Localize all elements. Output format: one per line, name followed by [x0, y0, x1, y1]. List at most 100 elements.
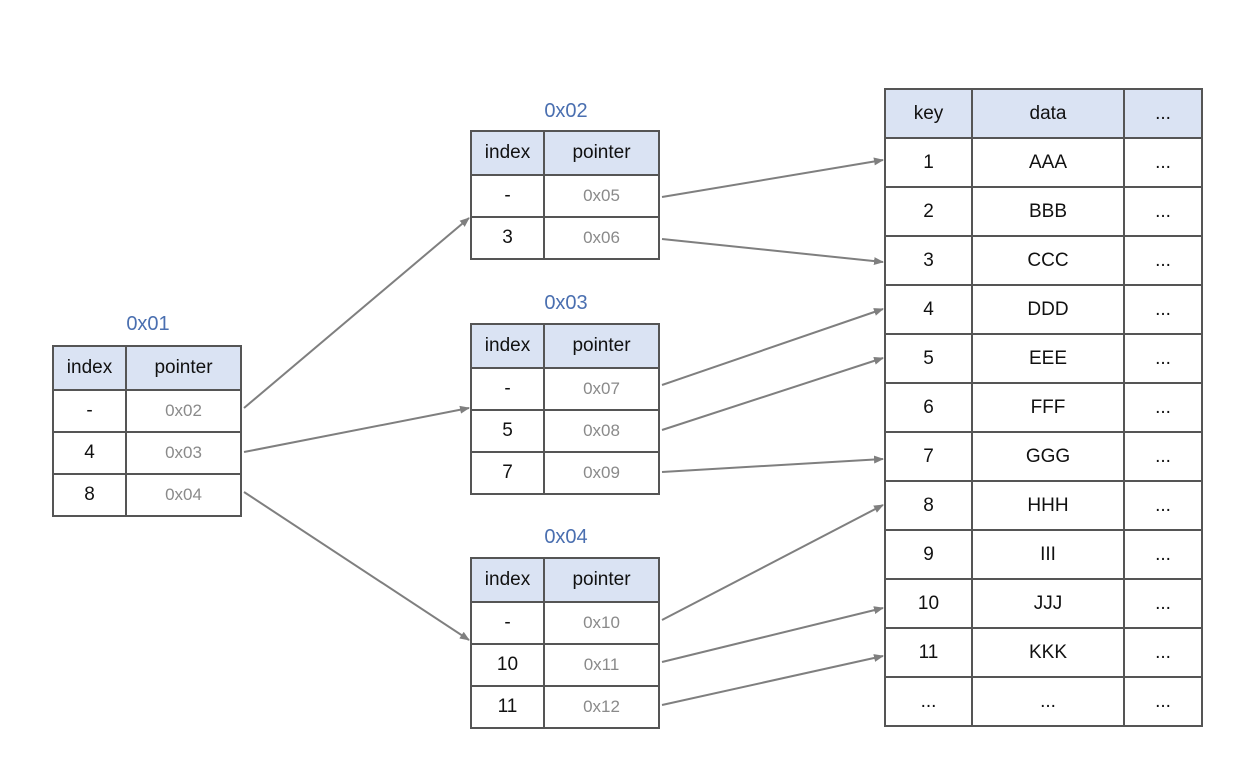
arrow-0x12-to-key-11	[661, 654, 884, 706]
key-cell: ...	[884, 676, 973, 727]
more-cell: ...	[1123, 284, 1203, 335]
index-cell: 11	[470, 685, 545, 729]
table-row: 5 0x08	[470, 409, 660, 453]
arrow-0x01-to-0x02	[243, 217, 470, 409]
pointer-cell: 0x05	[543, 174, 660, 218]
arrow-0x10-to-key-8	[661, 504, 884, 621]
header-index: index	[470, 557, 545, 603]
arrow-0x05-to-key-1	[661, 157, 884, 198]
pointer-cell: 0x06	[543, 216, 660, 260]
arrow-0x06-to-key-3	[661, 238, 884, 266]
header-pointer: pointer	[125, 345, 242, 391]
arrow-0x01-to-0x04	[243, 491, 470, 641]
pointer-cell: 0x04	[125, 473, 242, 517]
key-cell: 7	[884, 431, 973, 482]
data-cell: KKK	[971, 627, 1125, 678]
data-cell: EEE	[971, 333, 1125, 384]
key-cell: 4	[884, 284, 973, 335]
data-cell: DDD	[971, 284, 1125, 335]
data-cell: BBB	[971, 186, 1125, 237]
index-table: index pointer - 0x05 3 0x06	[470, 130, 660, 260]
more-cell: ...	[1123, 529, 1203, 580]
table-row: 8 0x04	[52, 473, 242, 517]
pointer-cell: 0x03	[125, 431, 242, 475]
data-cell: CCC	[971, 235, 1125, 286]
header-pointer: pointer	[543, 323, 660, 369]
more-cell: ...	[1123, 578, 1203, 629]
index-cell: 7	[470, 451, 545, 495]
node-title: 0x03	[544, 292, 588, 314]
key-cell: 6	[884, 382, 973, 433]
key-cell: 11	[884, 627, 973, 678]
index-cell: -	[470, 601, 545, 645]
table-row: 3 0x06	[470, 216, 660, 260]
index-cell: 4	[52, 431, 127, 475]
index-cell: 10	[470, 643, 545, 687]
index-table: index pointer - 0x07 5 0x08 7 0x09	[470, 323, 660, 495]
index-cell: 5	[470, 409, 545, 453]
header-index: index	[52, 345, 127, 391]
arrow-0x01-to-0x03	[243, 405, 470, 453]
data-cell: FFF	[971, 382, 1125, 433]
data-cell: AAA	[971, 137, 1125, 188]
table-row: - 0x10	[470, 601, 660, 645]
header-pointer: pointer	[543, 130, 660, 176]
index-cell: 8	[52, 473, 127, 517]
header-index: index	[470, 323, 545, 369]
index-table: index pointer - 0x02 4 0x03 8 0x04	[52, 345, 242, 517]
table-row: - 0x05	[470, 174, 660, 218]
pointer-cell: 0x10	[543, 601, 660, 645]
key-cell: 3	[884, 235, 973, 286]
header-key: key	[884, 88, 973, 139]
data-cell: HHH	[971, 480, 1125, 531]
data-cell: JJJ	[971, 578, 1125, 629]
node-title: 0x01	[126, 313, 170, 335]
arrow-0x08-to-key-5	[661, 356, 884, 431]
more-cell: ...	[1123, 676, 1203, 727]
pointer-cell: 0x08	[543, 409, 660, 453]
index-cell: -	[470, 367, 545, 411]
pointer-cell: 0x02	[125, 389, 242, 433]
data-cell: GGG	[971, 431, 1125, 482]
pointer-cell: 0x11	[543, 643, 660, 687]
arrow-0x07-to-key-4	[661, 308, 884, 386]
table-row: 4 0x03	[52, 431, 242, 475]
more-cell: ...	[1123, 186, 1203, 237]
table-row: 11 0x12	[470, 685, 660, 729]
arrow-0x11-to-key-10	[661, 606, 884, 663]
node-title: 0x04	[544, 526, 588, 548]
table-row: .........	[884, 676, 1203, 727]
pointer-cell: 0x09	[543, 451, 660, 495]
data-cell: III	[971, 529, 1125, 580]
table-row: 10 0x11	[470, 643, 660, 687]
key-cell: 5	[884, 333, 973, 384]
header-pointer: pointer	[543, 557, 660, 603]
index-cell: 3	[470, 216, 545, 260]
key-cell: 1	[884, 137, 973, 188]
index-table: index pointer - 0x10 10 0x11 11 0x12	[470, 557, 660, 729]
key-cell: 10	[884, 578, 973, 629]
node-title: 0x02	[544, 100, 588, 122]
more-cell: ...	[1123, 431, 1203, 482]
more-cell: ...	[1123, 627, 1203, 678]
header-data: data	[971, 88, 1125, 139]
pointer-cell: 0x12	[543, 685, 660, 729]
more-cell: ...	[1123, 333, 1203, 384]
more-cell: ...	[1123, 480, 1203, 531]
index-cell: -	[52, 389, 127, 433]
table-row: 7 0x09	[470, 451, 660, 495]
key-cell: 9	[884, 529, 973, 580]
pointer-cell: 0x07	[543, 367, 660, 411]
key-cell: 8	[884, 480, 973, 531]
table-row: - 0x07	[470, 367, 660, 411]
